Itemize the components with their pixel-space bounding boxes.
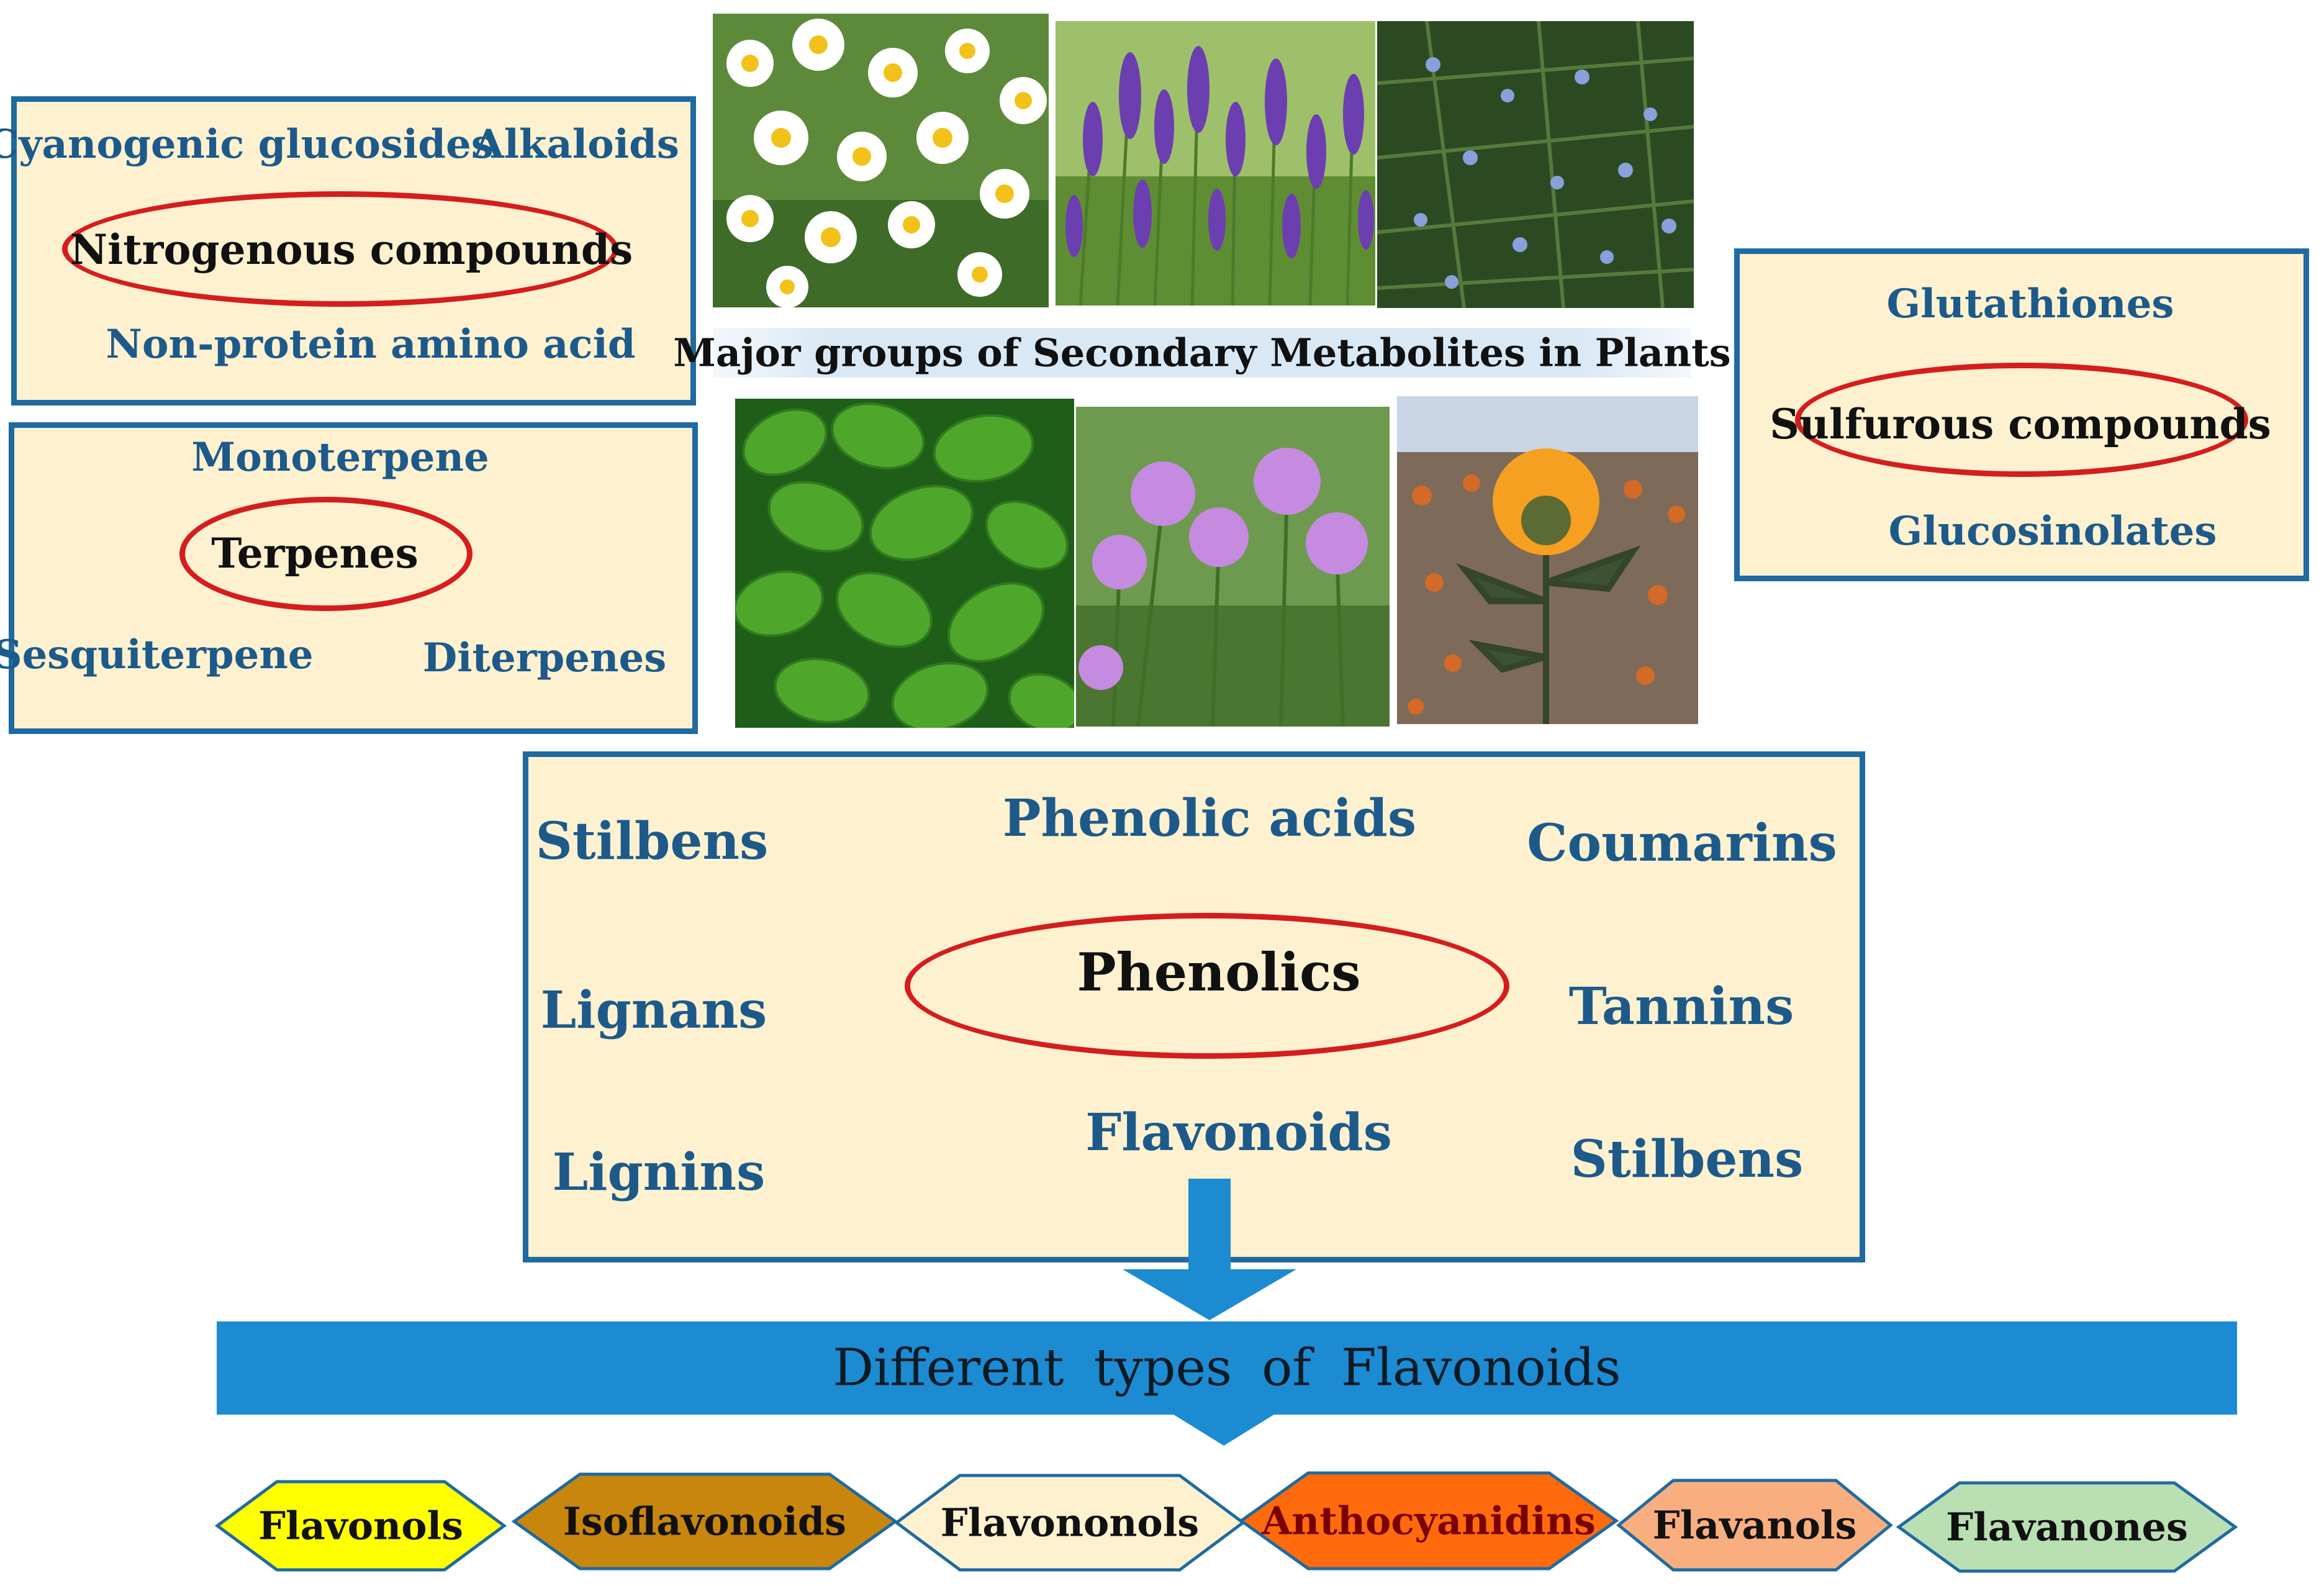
nitrogenous-compounds-label: Nitrogenous compounds — [70, 225, 633, 274]
lignins-label: Lignins — [552, 1143, 766, 1202]
hex-flavanols: Flavanols — [1616, 1478, 1893, 1572]
lavender-photo — [1056, 21, 1375, 306]
flavonoids-label: Flavonoids — [1085, 1103, 1392, 1162]
nitrogen-ellipse — [62, 191, 618, 307]
caption-bar: Major groups of Secondary Metabolites in… — [673, 328, 1731, 378]
hex-isoflavonoids-shape — [512, 1472, 898, 1570]
hex-isoflavonoids: Isoflavonoids — [512, 1472, 898, 1571]
flavanones-label: Flavanones — [1946, 1504, 2188, 1550]
monoterpene-label: Monoterpene — [191, 434, 489, 481]
tannins-label: Tannins — [1568, 977, 1794, 1036]
lignans-label: Lignans — [540, 981, 767, 1040]
flavonols-label: Flavonols — [258, 1503, 464, 1549]
alkaloids-label: Alkaloids — [473, 121, 679, 168]
hex-flavononols: Flavononols — [894, 1473, 1246, 1572]
stilbens-label-top: Stilbens — [535, 812, 769, 871]
coumarins-label: Coumarins — [1527, 813, 1837, 873]
terpenes-ellipse — [179, 497, 472, 611]
banner-text: Different types of Flavonoids — [833, 1338, 1621, 1398]
caption-text: Major groups of Secondary Metabolites in… — [673, 330, 1731, 376]
banner-pointer-icon — [1172, 1413, 1276, 1446]
sulfurous-compounds-label: Sulfurous compounds — [1770, 400, 2271, 448]
phenolic-acids-label: Phenolic acids — [1002, 789, 1417, 848]
hex-flavanones: Flavanones — [1896, 1480, 2238, 1574]
sulfur-ellipse — [1795, 363, 2248, 477]
hex-flavonols-shape — [215, 1480, 507, 1572]
hex-anthocyanidins: Anthocyanidins — [1239, 1470, 1619, 1571]
chives-photo — [1076, 407, 1390, 727]
diterpenes-label: Diterpenes — [422, 635, 667, 681]
glutathiones-label: Glutathiones — [1886, 281, 2174, 327]
arrow-shaft — [1188, 1179, 1231, 1272]
safflower-photo — [1397, 396, 1698, 724]
arrow-head-icon — [1123, 1269, 1296, 1320]
phenolics-ellipse — [905, 913, 1509, 1059]
flavononols-label: Flavononols — [940, 1500, 1200, 1546]
non-protein-amino-acid-label: Non-protein amino acid — [106, 321, 636, 368]
flavonoid-types-banner: Different types of Flavonoids — [217, 1321, 2237, 1415]
phenolics-label: Phenolics — [1077, 941, 1361, 1003]
rosemary-photo — [1377, 21, 1694, 308]
hex-flavanols-shape — [1616, 1479, 1893, 1572]
flavanols-label: Flavanols — [1652, 1502, 1857, 1548]
stilbens-label-bottom: Stilbens — [1570, 1130, 1804, 1189]
basil-photo — [735, 399, 1074, 728]
hex-flavanones-shape — [1896, 1481, 2238, 1573]
anthocyanidins-label: Anthocyanidins — [1262, 1498, 1596, 1544]
chamomile-photo — [713, 14, 1049, 307]
glucosinolates-label: Glucosinolates — [1888, 508, 2217, 555]
isoflavonoids-label: Isoflavonoids — [563, 1498, 847, 1544]
cyanogenic-glucosides-label: Cyanogenic glucosides — [0, 121, 494, 168]
sesquiterpene-label: Sesquiterpene — [0, 632, 314, 678]
hex-flavonols: Flavonols — [215, 1479, 507, 1572]
hex-anthocyanidins-shape — [1239, 1471, 1619, 1570]
terpenes-label: Terpenes — [211, 529, 418, 578]
